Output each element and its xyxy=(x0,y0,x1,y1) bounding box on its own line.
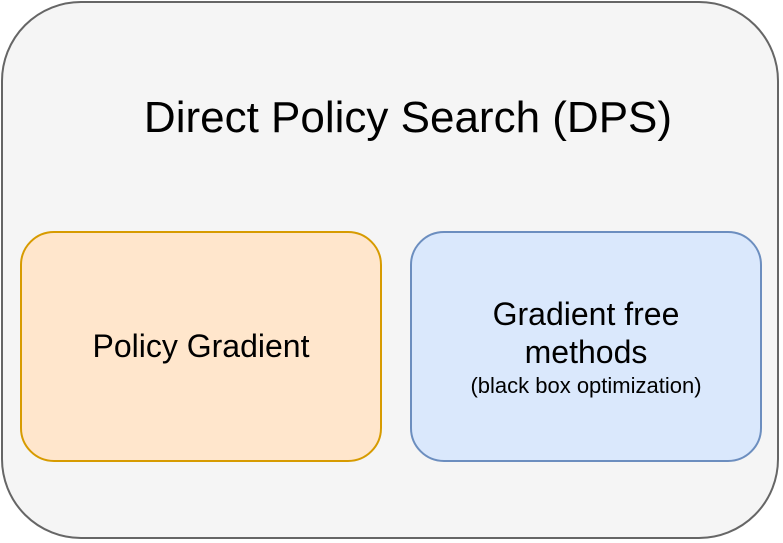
diagram-title: Direct Policy Search (DPS) xyxy=(143,93,673,142)
gradient-free-line1: Gradient free xyxy=(492,295,680,332)
gradient-free-subtitle: (black box optimization) xyxy=(470,372,702,398)
policy-gradient-label: Policy Gradient xyxy=(92,328,310,364)
policy-gradient-box: Policy Gradient xyxy=(20,231,382,462)
gradient-free-line2: methods xyxy=(524,333,648,370)
gradient-free-box: Gradient free methods (black box optimiz… xyxy=(410,231,762,462)
